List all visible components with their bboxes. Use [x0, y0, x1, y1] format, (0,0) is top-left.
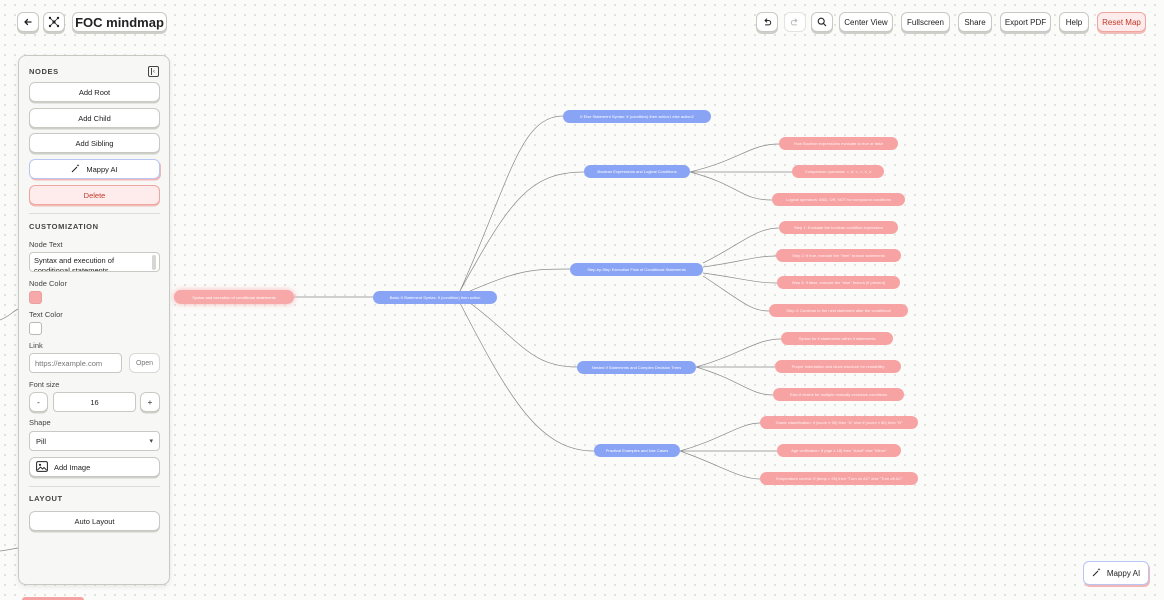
- delete-button[interactable]: Delete: [29, 185, 160, 205]
- back-button[interactable]: [17, 12, 39, 32]
- edge: [469, 302, 578, 368]
- mindmap-node[interactable]: How Boolean expressions evaluate to true…: [779, 137, 898, 150]
- edge: [702, 272, 778, 284]
- link-input[interactable]: [29, 353, 122, 373]
- font-size-label: Font size: [29, 380, 60, 389]
- mindmap-node[interactable]: Step 1: Evaluate the boolean condition e…: [779, 221, 898, 234]
- undo-button[interactable]: [756, 12, 778, 32]
- map-title[interactable]: FOC mindmap: [72, 12, 167, 32]
- font-size-increase-button[interactable]: +: [140, 392, 160, 412]
- shape-select[interactable]: Pill ▾: [29, 431, 160, 451]
- mindmap-node[interactable]: Step 2: If true, execute the "then" bran…: [776, 249, 901, 262]
- auto-layout-button[interactable]: Auto Layout: [29, 511, 160, 531]
- link-label: Link: [29, 341, 43, 350]
- layout-section-title: LAYOUT: [29, 494, 63, 503]
- node-editor-panel: NODES ‹ Add Root Add Child Add Sibling M…: [18, 55, 170, 585]
- image-icon: [36, 460, 48, 474]
- undo-icon: [764, 18, 772, 26]
- edge: [459, 115, 564, 292]
- offscreen-node[interactable]: [22, 597, 84, 600]
- edge: [459, 171, 585, 292]
- open-link-button[interactable]: Open: [129, 353, 160, 373]
- edge: [695, 366, 774, 396]
- mindmap-node[interactable]: Step 4: Continue to the next statement a…: [769, 304, 908, 317]
- node-color-swatch[interactable]: [29, 291, 42, 304]
- nodes-section-title: NODES: [29, 67, 59, 76]
- mindmap-node[interactable]: Boolean Expressions and Logical Conditio…: [584, 165, 690, 178]
- mindmap-node[interactable]: Nested If Statements and Complex Decisio…: [577, 361, 696, 374]
- divider: [29, 486, 160, 487]
- add-child-button[interactable]: Add Child: [29, 108, 160, 128]
- edge: [689, 171, 773, 201]
- edge: [702, 227, 780, 264]
- font-size-input[interactable]: 16: [53, 392, 136, 412]
- redo-icon: [790, 18, 798, 26]
- collapse-panel-icon[interactable]: ‹: [148, 66, 159, 77]
- search-button[interactable]: [811, 12, 833, 32]
- arrow-left-icon: [24, 18, 32, 26]
- mindmap-node[interactable]: Step 3: If false, execute the "else" bra…: [777, 276, 900, 289]
- mindmap-node[interactable]: If Else Statement Syntax: If (condition)…: [563, 110, 711, 123]
- mindmap-node[interactable]: Proper indentation and block structure f…: [775, 360, 901, 373]
- mappy-ai-button[interactable]: Mappy AI: [29, 159, 160, 179]
- mindmap-node[interactable]: Practical Examples and Use Cases: [594, 444, 680, 457]
- add-sibling-button[interactable]: Add Sibling: [29, 133, 160, 153]
- edge: [695, 338, 782, 368]
- edge: [679, 450, 761, 480]
- font-size-decrease-button[interactable]: -: [29, 392, 48, 412]
- customization-section-title: CUSTOMIZATION: [29, 222, 99, 231]
- mindmap-node[interactable]: Basic If Statement Syntax: If (condition…: [373, 291, 497, 304]
- share-button[interactable]: Share: [958, 12, 992, 32]
- fullscreen-button[interactable]: Fullscreen: [901, 12, 950, 32]
- export-pdf-button[interactable]: Export PDF: [1000, 12, 1051, 32]
- mindmap-node[interactable]: Age verification: If (age ≥ 18) then "Ad…: [777, 444, 901, 457]
- edge: [689, 143, 780, 173]
- edge: [0, 308, 19, 321]
- edge: [702, 255, 777, 268]
- mindmap-node[interactable]: Else-if chains for multiple mutually exc…: [773, 388, 904, 401]
- mindmap-node[interactable]: Step-by-Step Execution Flow of Condition…: [570, 263, 703, 276]
- mappy-ai-floating-button[interactable]: Mappy AI: [1083, 561, 1149, 585]
- edge: [459, 302, 595, 452]
- edge: [469, 268, 571, 292]
- mindmap-node[interactable]: Logical operators: AND, OR, NOT for comp…: [772, 193, 905, 206]
- reset-map-button[interactable]: Reset Map: [1097, 12, 1146, 32]
- add-root-button[interactable]: Add Root: [29, 82, 160, 102]
- node-text-value: Syntax and execution of conditional stat…: [34, 256, 115, 272]
- text-color-swatch[interactable]: [29, 322, 42, 335]
- center-view-button[interactable]: Center View: [839, 12, 893, 32]
- chevron-down-icon: ▾: [149, 438, 153, 445]
- redo-button[interactable]: [784, 12, 806, 32]
- add-image-button[interactable]: Add Image: [29, 457, 160, 477]
- magic-wand-icon: [1092, 567, 1102, 579]
- shape-label: Shape: [29, 418, 51, 427]
- mindmap-node[interactable]: Comparison operators: =, ≠, <, >, ≤, ≥: [792, 165, 884, 178]
- network-icon: [48, 16, 60, 28]
- text-color-label: Text Color: [29, 310, 63, 319]
- edge: [0, 547, 19, 552]
- add-image-label: Add Image: [54, 462, 91, 472]
- text-scrollbar[interactable]: [152, 255, 156, 270]
- mindmap-root-node[interactable]: Syntax and execution of conditional stat…: [174, 290, 294, 304]
- search-icon: [817, 17, 827, 27]
- edge: [702, 275, 770, 312]
- node-text-label: Node Text: [29, 240, 63, 249]
- mindmap-node[interactable]: Grade classification: If (score ≥ 90) th…: [760, 416, 918, 429]
- mindmap-logo-button[interactable]: [43, 12, 65, 32]
- shape-value: Pill: [36, 436, 47, 446]
- magic-wand-icon: [71, 163, 81, 175]
- help-button[interactable]: Help: [1059, 12, 1089, 32]
- node-color-label: Node Color: [29, 279, 67, 288]
- mindmap-node[interactable]: Syntax for if statements within if state…: [781, 332, 893, 345]
- mappy-ai-label: Mappy AI: [86, 164, 118, 174]
- edge: [679, 422, 761, 452]
- divider: [29, 213, 160, 214]
- mappy-ai-floating-label: Mappy AI: [1106, 568, 1141, 578]
- mindmap-node[interactable]: Temperature control: If (temp > 25) then…: [760, 472, 918, 485]
- node-text-field[interactable]: Syntax and execution of conditional stat…: [29, 252, 160, 272]
